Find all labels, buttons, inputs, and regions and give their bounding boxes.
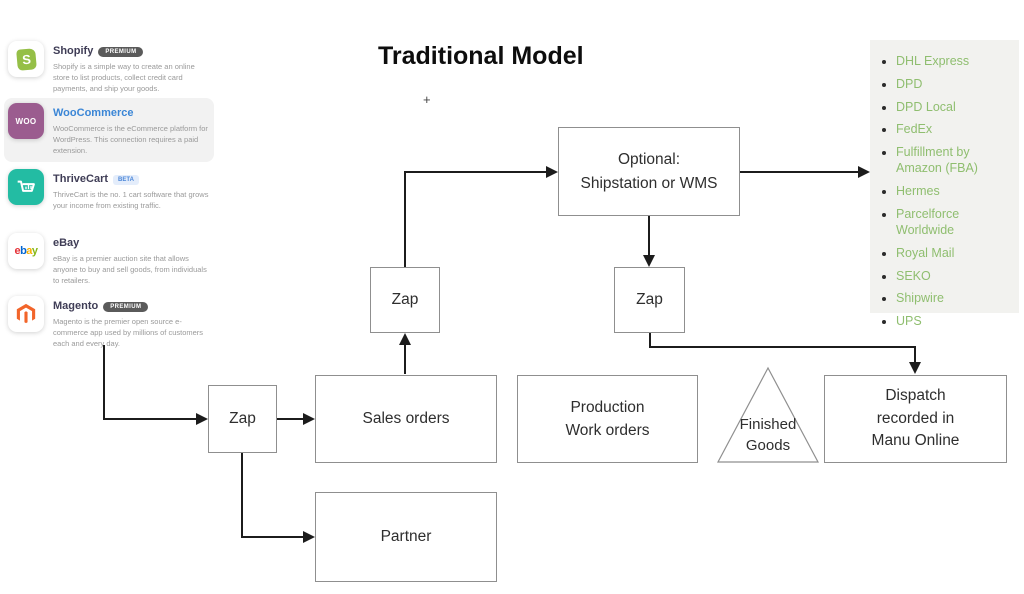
thrivecart-cart-icon [8, 169, 44, 205]
app-title: ThriveCart [53, 173, 109, 185]
node-zap-bottom: Zap [208, 385, 277, 453]
sidebar-item-ebay[interactable]: ebay eBay eBay is a premier auction site… [4, 228, 214, 292]
arrowhead [643, 255, 655, 267]
node-dispatch-manu-online: Dispatch recorded in Manu Online [824, 375, 1007, 463]
carrier-link[interactable]: DPD [896, 76, 1008, 92]
node-optional-shipstation: Optional: Shipstation or WMS [558, 127, 740, 216]
ebay-letter: y [31, 245, 38, 257]
ebay-letter: a [26, 245, 32, 257]
arrow-zap-to-partner [241, 453, 304, 538]
carrier-link[interactable]: Parcelforce Worldwide [896, 206, 1008, 239]
app-description: Shopify is a simple way to create an onl… [53, 62, 195, 93]
node-zap-right: Zap [614, 267, 685, 333]
arrow-magento-to-zap [103, 345, 197, 420]
sidebar-item-shopify[interactable]: S Shopify PREMIUM Shopify is a simple way… [4, 36, 214, 100]
node-production-work-orders: Production Work orders [517, 375, 698, 463]
premium-badge: PREMIUM [98, 47, 144, 57]
woocommerce-icon: WOO [8, 103, 44, 139]
crosshair-cursor: + [423, 92, 431, 107]
beta-badge: BETA [113, 175, 139, 185]
woo-icon-text: WOO [15, 116, 37, 126]
node-finished-goods-triangle: Finished Goods [716, 366, 820, 464]
app-description: eBay is a premier auction site that allo… [53, 254, 207, 285]
page-title: Traditional Model [378, 42, 584, 70]
app-description: ThriveCart is the no. 1 cart software th… [53, 190, 209, 210]
arrowhead [546, 166, 558, 178]
node-sales-orders: Sales orders [315, 375, 497, 463]
magento-icon [8, 296, 44, 332]
app-title: eBay [53, 237, 80, 249]
ebay-letter: e [14, 245, 21, 257]
carrier-link[interactable]: FedEx [896, 121, 1008, 137]
carrier-link[interactable]: SEKO [896, 268, 1008, 284]
arrowhead [303, 413, 315, 425]
carrier-link[interactable]: Hermes [896, 183, 1008, 199]
shopify-bag-icon: S [8, 41, 44, 77]
sidebar-item-thrivecart[interactable]: ThriveCart BETA ThriveCart is the no. 1 c… [4, 164, 214, 217]
finished-goods-label: Finished Goods [739, 415, 797, 455]
arrowhead [909, 362, 921, 374]
app-title: Magento [53, 300, 99, 312]
carriers-list: DHL Express DPD DPD Local FedEx Fulfillm… [870, 53, 1019, 329]
carrier-link[interactable]: Royal Mail [896, 245, 1008, 261]
app-description: WooCommerce is the eCommerce platform fo… [53, 124, 208, 155]
ebay-logo-icon: ebay [8, 233, 44, 269]
carrier-link[interactable]: DPD Local [896, 99, 1008, 115]
sidebar-item-magento[interactable]: Magento PREMIUM Magento is the premier op… [4, 291, 214, 355]
arrow-zap-to-optional [404, 171, 547, 267]
triangle-shape [717, 366, 819, 463]
carrier-link[interactable]: Fulfillment by Amazon (FBA) [896, 144, 1008, 177]
carrier-link[interactable]: UPS [896, 313, 1008, 329]
node-zap-left: Zap [370, 267, 440, 333]
app-title: WooCommerce [53, 107, 134, 119]
carrier-link[interactable]: Shipwire [896, 290, 1008, 306]
shopify-bag-letter: S [21, 51, 31, 67]
arrowhead [196, 413, 208, 425]
app-description: Magento is the premier open source e-com… [53, 317, 204, 348]
arrowhead [399, 333, 411, 345]
carriers-panel: DHL Express DPD DPD Local FedEx Fulfillm… [870, 40, 1019, 328]
arrowhead [303, 531, 315, 543]
arrowhead [858, 166, 870, 178]
carrier-link[interactable]: DHL Express [896, 53, 1008, 69]
ebay-letter: b [20, 245, 27, 257]
sidebar-item-woocommerce[interactable]: WOO WooCommerce WooCommerce is the eComm… [4, 98, 214, 162]
arrow-zap-to-dispatch [649, 333, 916, 363]
node-partner: Partner [315, 492, 497, 582]
app-title: Shopify [53, 45, 94, 57]
premium-badge: PREMIUM [103, 302, 149, 312]
